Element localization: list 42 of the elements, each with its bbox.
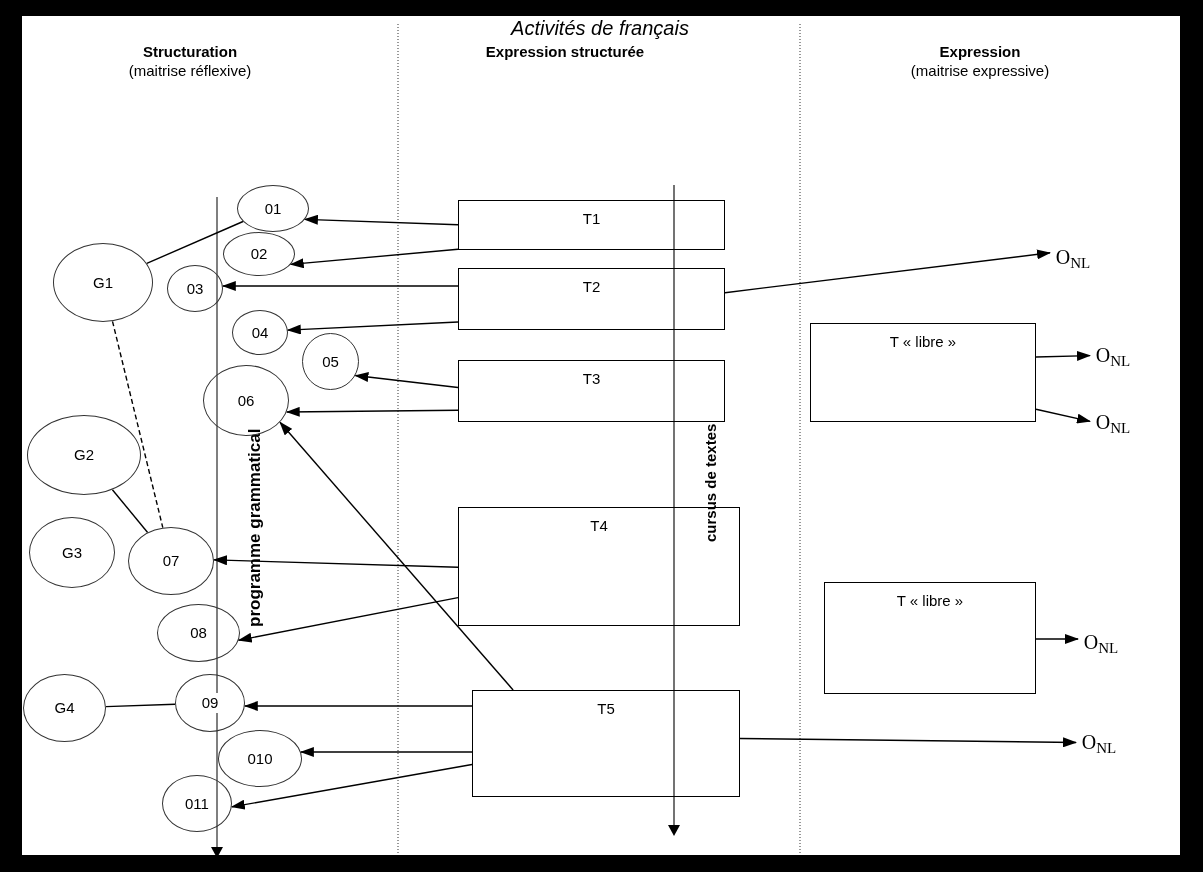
outcome-label: O$_{NL}$ [1090,341,1136,369]
arrow [289,248,459,269]
arrow [213,555,459,568]
ellipse-node [218,730,302,787]
text-box [472,690,740,797]
arrow [299,747,473,757]
outcome-label: O$_{NL}$ [1076,728,1122,756]
arrow [286,321,459,335]
arrow [285,406,459,417]
diagram-title: Activités de français [509,16,690,40]
arrow [243,701,473,711]
connector-line [111,320,164,529]
outcome-label: O$_{NL}$ [1078,628,1124,656]
axis-label: cursus de textes [701,422,720,544]
arrow [303,214,459,226]
axis-label: programme grammatical [245,427,265,630]
arrow [739,737,1077,748]
connector-line [146,220,244,265]
arrow [230,763,473,810]
arrow [279,421,514,691]
arrow [237,596,459,643]
connector-line [105,703,176,708]
arrow [1035,634,1079,644]
text-box [458,360,725,422]
connector-line [111,489,149,534]
ellipse-node [53,243,153,322]
column-heading: Structuration [141,42,239,62]
arrow [221,281,459,291]
text-box [810,323,1036,422]
outcome-label: O$_{NL}$ [1050,243,1096,271]
text-box [458,268,725,330]
arrow [1035,350,1091,361]
arrow [354,372,459,389]
column-heading: Expression structurée [484,42,646,62]
column-heading: Expression [938,42,1022,62]
arrow [724,249,1051,294]
outcome-label: O$_{NL}$ [1090,408,1136,436]
arrow [1035,408,1091,424]
text-box [824,582,1036,694]
column-heading: (maitrise expressive) [909,61,1051,81]
text-box [458,200,725,250]
column-heading: (maitrise réflexive) [127,61,253,81]
